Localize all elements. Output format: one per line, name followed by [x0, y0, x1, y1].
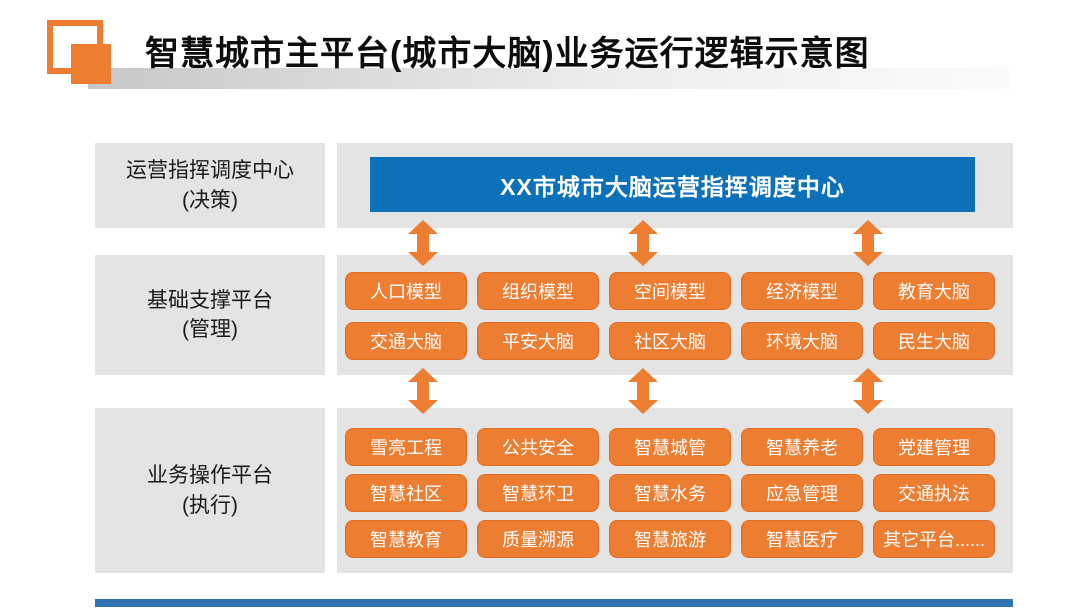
tier-label-line1: 基础支撑平台 — [147, 288, 273, 312]
square-filled-icon — [71, 44, 111, 84]
command-center-box: XX市城市大脑运营指挥调度中心 — [370, 157, 975, 212]
tier-decision: 运营指挥调度中心 (决策) XX市城市大脑运营指挥调度中心 — [0, 143, 1080, 228]
platform-box: 智慧养老 — [741, 428, 863, 466]
platform-box: 智慧城管 — [609, 428, 731, 466]
double-arrow-icon — [408, 368, 438, 414]
tier-label-line2: (决策) — [182, 188, 238, 212]
platform-box: 智慧水务 — [609, 474, 731, 512]
platform-box: 社区大脑 — [609, 322, 731, 360]
tier-label-management: 基础支撑平台 (管理) — [95, 255, 325, 375]
page-title: 智慧城市主平台(城市大脑)业务运行逻辑示意图 — [145, 35, 870, 73]
double-arrow-icon — [408, 220, 438, 266]
platform-box: 公共安全 — [477, 428, 599, 466]
double-arrow-icon — [628, 220, 658, 266]
platform-box: 经济模型 — [741, 272, 863, 310]
tier-label-execution: 业务操作平台 (执行) — [95, 408, 325, 573]
platform-box: 其它平台...... — [873, 520, 995, 558]
platform-box: 应急管理 — [741, 474, 863, 512]
tier-label-line2: (管理) — [182, 318, 238, 341]
double-arrow-icon — [628, 368, 658, 414]
tier-execution: 业务操作平台 (执行) 雪亮工程 公共安全 智慧城管 智慧养老 党建管理 智慧社… — [0, 408, 1080, 573]
title-shadow-strip — [88, 68, 1010, 89]
platform-box: 交通大脑 — [345, 322, 467, 360]
platform-box: 质量溯源 — [477, 520, 599, 558]
platform-box: 人口模型 — [345, 272, 467, 310]
platform-box: 组织模型 — [477, 272, 599, 310]
platform-box: 雪亮工程 — [345, 428, 467, 466]
tier-label-line2: (执行) — [182, 493, 238, 517]
double-arrow-icon — [853, 220, 883, 266]
tier-panel-decision: XX市城市大脑运营指挥调度中心 — [337, 143, 1013, 228]
platform-box: 民生大脑 — [873, 322, 995, 360]
double-arrow-icon — [853, 368, 883, 414]
tier-label-decision: 运营指挥调度中心 (决策) — [95, 143, 325, 228]
tier-panel-execution: 雪亮工程 公共安全 智慧城管 智慧养老 党建管理 智慧社区 智慧环卫 智慧水务 … — [337, 408, 1013, 573]
platform-box: 环境大脑 — [741, 322, 863, 360]
footer-accent-bar — [95, 599, 1013, 607]
platform-box: 党建管理 — [873, 428, 995, 466]
platform-box: 平安大脑 — [477, 322, 599, 360]
tier-management: 基础支撑平台 (管理) 人口模型 组织模型 空间模型 经济模型 教育大脑 交通大… — [0, 255, 1080, 375]
platform-box: 智慧旅游 — [609, 520, 731, 558]
platform-box: 交通执法 — [873, 474, 995, 512]
tier-panel-management: 人口模型 组织模型 空间模型 经济模型 教育大脑 交通大脑 平安大脑 社区大脑 … — [337, 255, 1013, 375]
platform-box: 智慧环卫 — [477, 474, 599, 512]
platform-box: 空间模型 — [609, 272, 731, 310]
platform-box: 智慧社区 — [345, 474, 467, 512]
platform-box: 智慧教育 — [345, 520, 467, 558]
tier-label-line1: 业务操作平台 — [147, 464, 273, 488]
tier-label-line1: 运营指挥调度中心 — [126, 159, 294, 183]
platform-box: 教育大脑 — [873, 272, 995, 310]
platform-box: 智慧医疗 — [741, 520, 863, 558]
